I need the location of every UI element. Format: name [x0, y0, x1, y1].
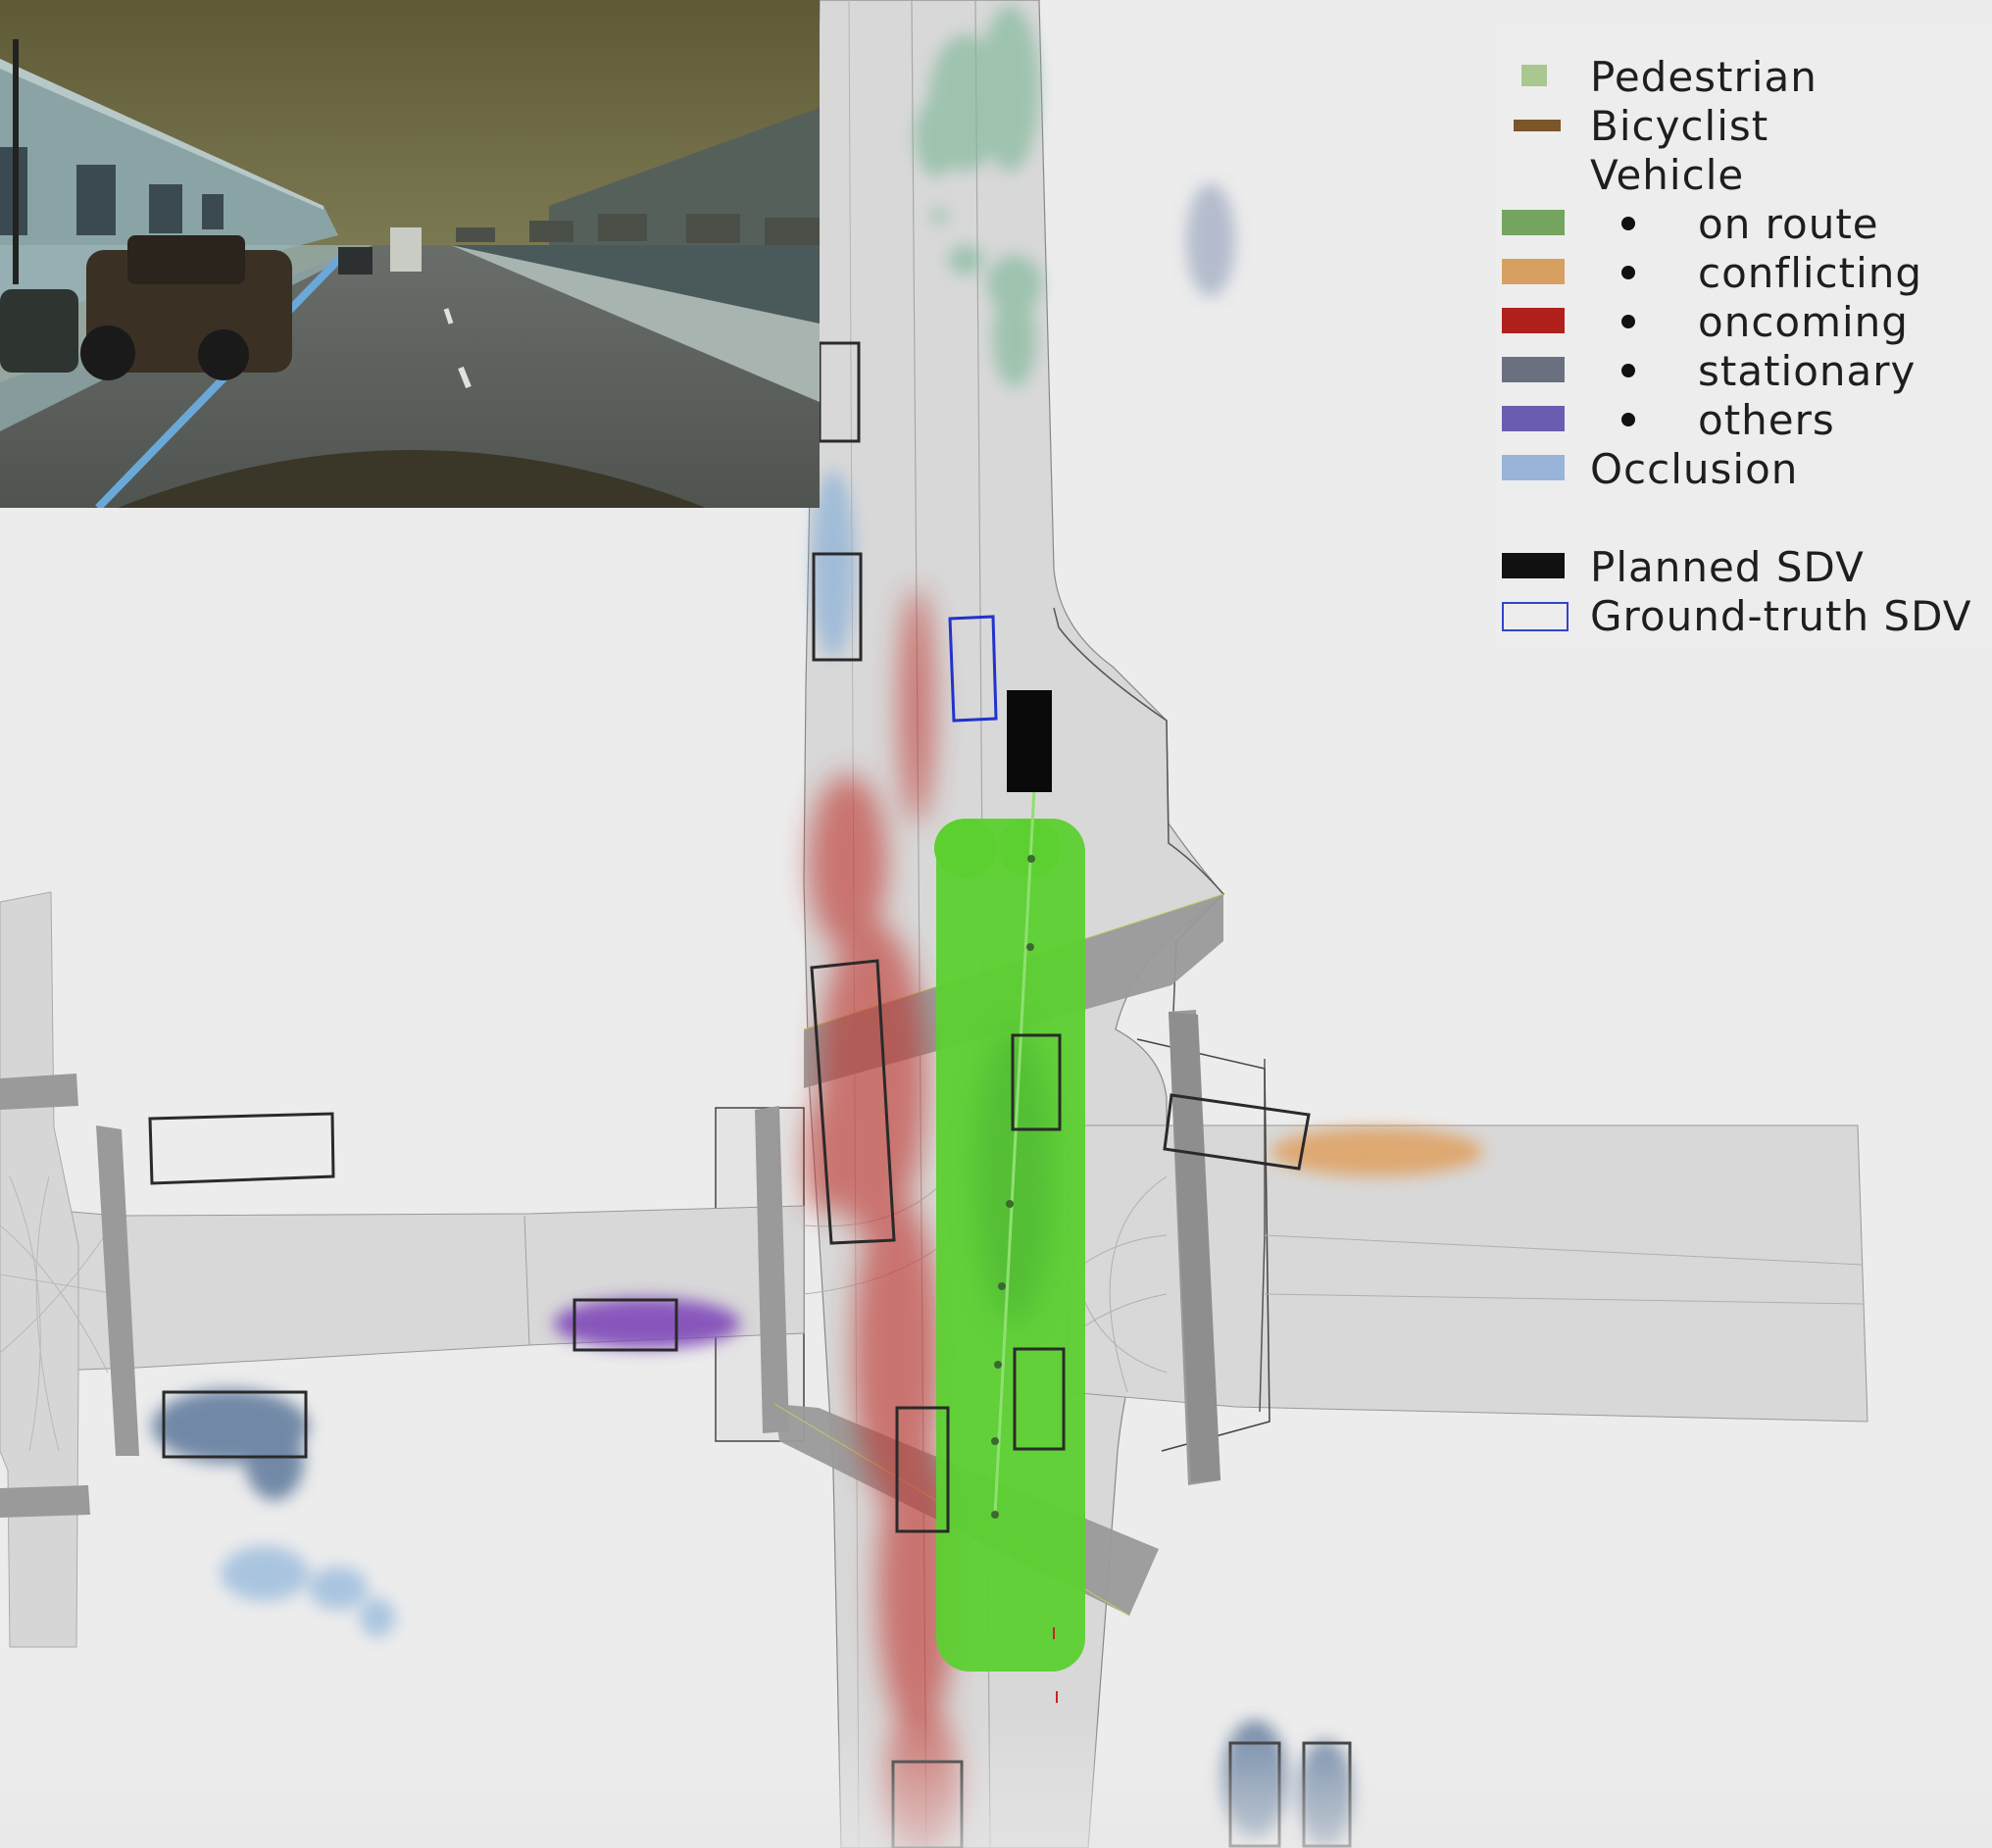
crosswalk — [96, 1125, 139, 1456]
crosswalk — [0, 1485, 90, 1518]
planned-sdv — [1007, 690, 1052, 792]
camera-pickup-cab — [127, 235, 245, 284]
camera-parked-car — [0, 289, 78, 373]
bullet-icon — [1621, 266, 1635, 279]
legend-row-vehicle: Vehicle — [1496, 149, 1986, 198]
bullet-icon — [1621, 364, 1635, 377]
on-route-swatch — [1502, 210, 1565, 235]
legend-label: oncoming — [1698, 298, 1909, 346]
bottom-fade — [0, 1716, 1992, 1848]
legend-label: Occlusion — [1590, 445, 1799, 493]
legend-row-planned-sdv: Planned SDV — [1496, 541, 1986, 590]
legend-label: Ground-truth SDV — [1590, 592, 1972, 640]
conflicting-heat — [1271, 1127, 1483, 1176]
crosswalk — [0, 1074, 78, 1110]
legend-row-pedestrian: Pedestrian — [1496, 51, 1986, 100]
legend-row-on-route: on route — [1496, 198, 1986, 247]
crosswalk — [755, 1106, 789, 1433]
camera-lane-line — [95, 252, 346, 508]
legend-row-stationary: stationary — [1496, 345, 1986, 394]
legend-label: Planned SDV — [1590, 543, 1865, 591]
others-swatch — [1502, 406, 1565, 431]
legend-row-occlusion: Occlusion — [1496, 443, 1986, 492]
stationary-heat — [1186, 183, 1235, 297]
vehicle-box — [1163, 1093, 1311, 1171]
vehicle-box — [162, 1390, 308, 1459]
vehicle-box — [1013, 1347, 1066, 1451]
lane-divider — [523, 1215, 530, 1346]
vehicle-box — [895, 1406, 950, 1533]
occlusion-heat — [221, 471, 855, 1637]
camera-hood — [118, 450, 706, 508]
legend-label: conflicting — [1698, 249, 1923, 297]
legend-label: Vehicle — [1590, 151, 1745, 199]
curb-right — [1053, 607, 1225, 1060]
path-waypoints — [991, 855, 1035, 1519]
legend-row-ground-truth-sdv: Ground-truth SDV — [1496, 590, 1986, 639]
legend-row-conflicting: conflicting — [1496, 247, 1986, 296]
crosswalk — [1169, 1012, 1220, 1482]
camera-building-roof — [0, 59, 324, 210]
camera-box-truck — [390, 227, 422, 272]
route-corridor-cap — [998, 819, 1061, 877]
conflicting-swatch — [1502, 259, 1565, 284]
oncoming-swatch — [1502, 308, 1565, 333]
vehicle-box — [573, 1298, 678, 1352]
planned-sdv-swatch — [1502, 553, 1565, 578]
vehicle-box — [1011, 1033, 1062, 1131]
others-heat — [554, 1298, 740, 1349]
vehicle-box — [810, 959, 896, 1245]
bullet-icon — [1621, 413, 1635, 426]
ground-truth-sdv — [948, 615, 998, 723]
pedestrian-heat — [915, 5, 1042, 387]
legend: Pedestrian Bicyclist Vehicle on route co… — [1496, 29, 1986, 647]
camera-lane-dash — [443, 308, 454, 325]
bicyclist-swatch — [1514, 120, 1561, 131]
legend-row-others: others — [1496, 394, 1986, 443]
legend-row-bicyclist: Bicyclist — [1496, 100, 1986, 149]
camera-wheel — [80, 325, 135, 380]
legend-label: Bicyclist — [1590, 102, 1769, 150]
legend-row-oncoming: oncoming — [1496, 296, 1986, 345]
camera-wheel — [198, 329, 249, 380]
planned-path — [993, 788, 1036, 1516]
pedestrian-swatch — [1521, 65, 1547, 86]
route-corridor-cap — [934, 819, 997, 877]
legend-label: others — [1698, 396, 1835, 444]
bullet-icon — [1621, 315, 1635, 328]
legend-label: Pedestrian — [1590, 53, 1818, 101]
occlusion-swatch — [1502, 455, 1565, 480]
camera-lane-dash — [458, 366, 472, 389]
camera-view-image — [0, 0, 820, 508]
vehicle-box — [148, 1112, 335, 1185]
bullet-icon — [1621, 217, 1635, 230]
legend-label: on route — [1698, 200, 1879, 248]
camera-parked-cars-right — [456, 214, 820, 245]
camera-sidewalk-right — [451, 245, 820, 402]
vehicle-box — [818, 341, 861, 443]
stationary-swatch — [1502, 357, 1565, 382]
ground-truth-sdv-swatch — [1502, 602, 1569, 631]
legend-label: stationary — [1698, 347, 1917, 395]
camera-lead-car — [338, 247, 373, 275]
vehicle-box — [812, 552, 863, 662]
